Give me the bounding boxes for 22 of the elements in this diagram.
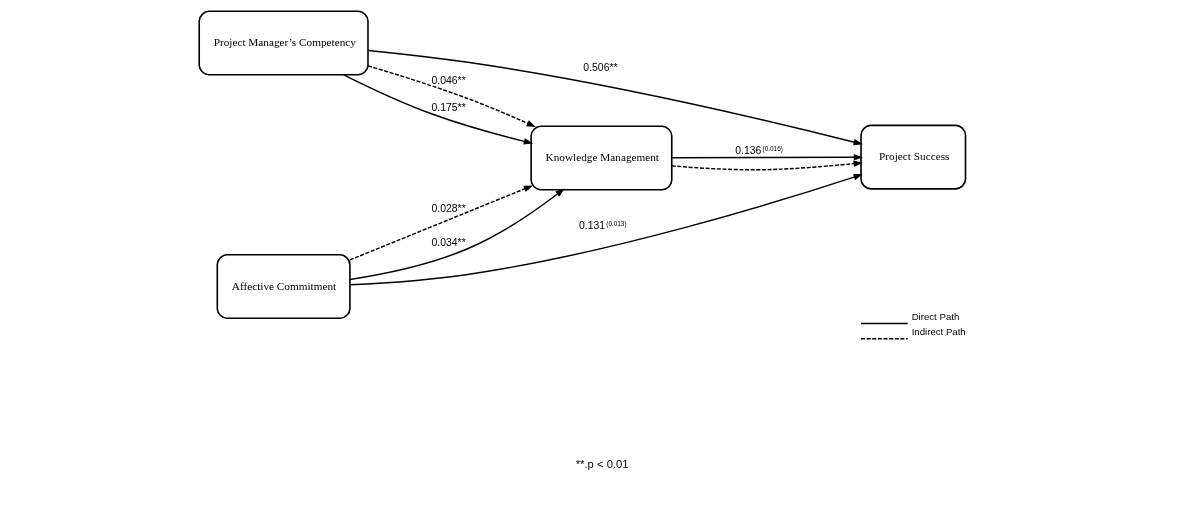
edge-label: 0.136$^{(0.016)}$ — [735, 144, 783, 157]
arrow — [367, 65, 536, 128]
arrow — [349, 173, 863, 286]
node-box: Project Manager’s Competency — [198, 10, 369, 76]
edge-label: 0.046** — [431, 74, 466, 86]
legend-label: Indirect Path — [911, 326, 966, 338]
node-box: Affective Commitment — [216, 254, 351, 320]
arrow — [349, 185, 534, 261]
legend-label: Direct Path — [911, 310, 960, 322]
node-box: Project Success — [860, 124, 967, 190]
arrow — [349, 188, 565, 281]
arrow — [367, 49, 863, 146]
arrow — [343, 74, 534, 145]
arrow — [671, 154, 864, 161]
edge-label: 0.175** — [431, 101, 466, 113]
node-box: Knowledge Management — [530, 125, 673, 191]
edge-label: 0.131$^{(0.013)}$ — [578, 219, 627, 232]
label: **.p < 0.01 — [575, 457, 629, 470]
edge-label: 0.034** — [431, 236, 466, 248]
edge-label: 0.506** — [583, 61, 618, 73]
arrow — [671, 160, 863, 171]
edge-label: 0.028** — [431, 203, 466, 215]
